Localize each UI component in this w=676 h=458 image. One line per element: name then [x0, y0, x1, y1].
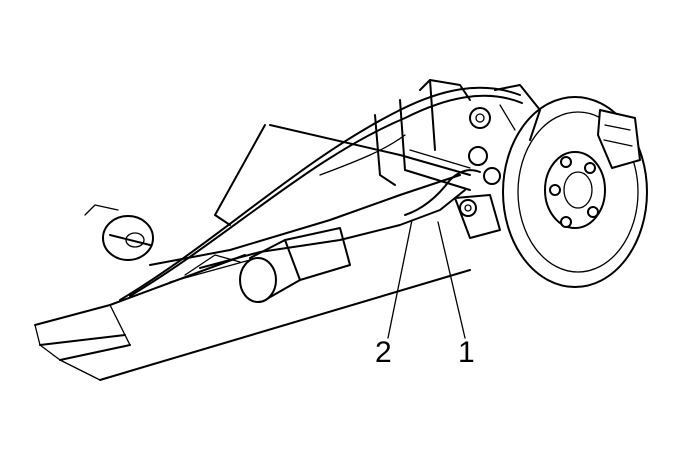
callout-leaders: [387, 219, 466, 339]
knuckle-hardware: [454, 84, 541, 239]
parking-brake-cables: [119, 86, 523, 301]
front-cable-bracket: [84, 204, 154, 261]
brake-caliper: [597, 109, 641, 169]
callout-label-2: 2: [375, 336, 392, 369]
rear-crossmember: [374, 79, 471, 191]
vehicle-floor-outline: [34, 124, 471, 381]
callout-label-1: 1: [458, 336, 475, 369]
exhaust-cylinder: [239, 227, 351, 303]
